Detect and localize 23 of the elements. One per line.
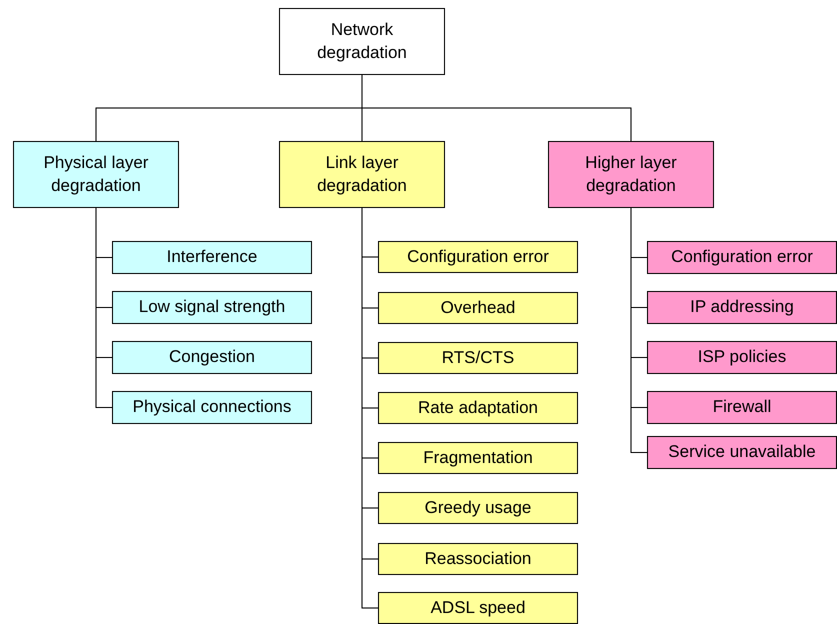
category-box: Physical layer degradation	[13, 141, 179, 208]
cause-box: RTS/CTS	[378, 342, 578, 374]
cause-box: Configuration error	[378, 241, 578, 273]
cause-box: Firewall	[647, 391, 837, 424]
cause-box: ADSL speed	[378, 592, 578, 624]
connector-line	[630, 208, 648, 453]
cause-box: Congestion	[112, 341, 312, 374]
cause-box: Overhead	[378, 292, 578, 324]
cause-box: Low signal strength	[112, 291, 312, 324]
cause-box: ISP policies	[647, 341, 837, 374]
cause-box: Reassociation	[378, 543, 578, 575]
category-box: Higher layer degradation	[548, 141, 714, 208]
root-box: Network degradation	[279, 8, 445, 75]
cause-box: Fragmentation	[378, 442, 578, 474]
cause-box: Configuration error	[647, 241, 837, 274]
cause-box: Greedy usage	[378, 492, 578, 524]
cause-box: IP addressing	[647, 291, 837, 324]
cause-box: Service unavailable	[647, 436, 837, 469]
cause-box: Rate adaptation	[378, 392, 578, 424]
category-box: Link layer degradation	[279, 141, 445, 208]
cause-box: Physical connections	[112, 391, 312, 424]
connector-line	[96, 208, 112, 408]
cause-box: Interference	[112, 241, 312, 274]
